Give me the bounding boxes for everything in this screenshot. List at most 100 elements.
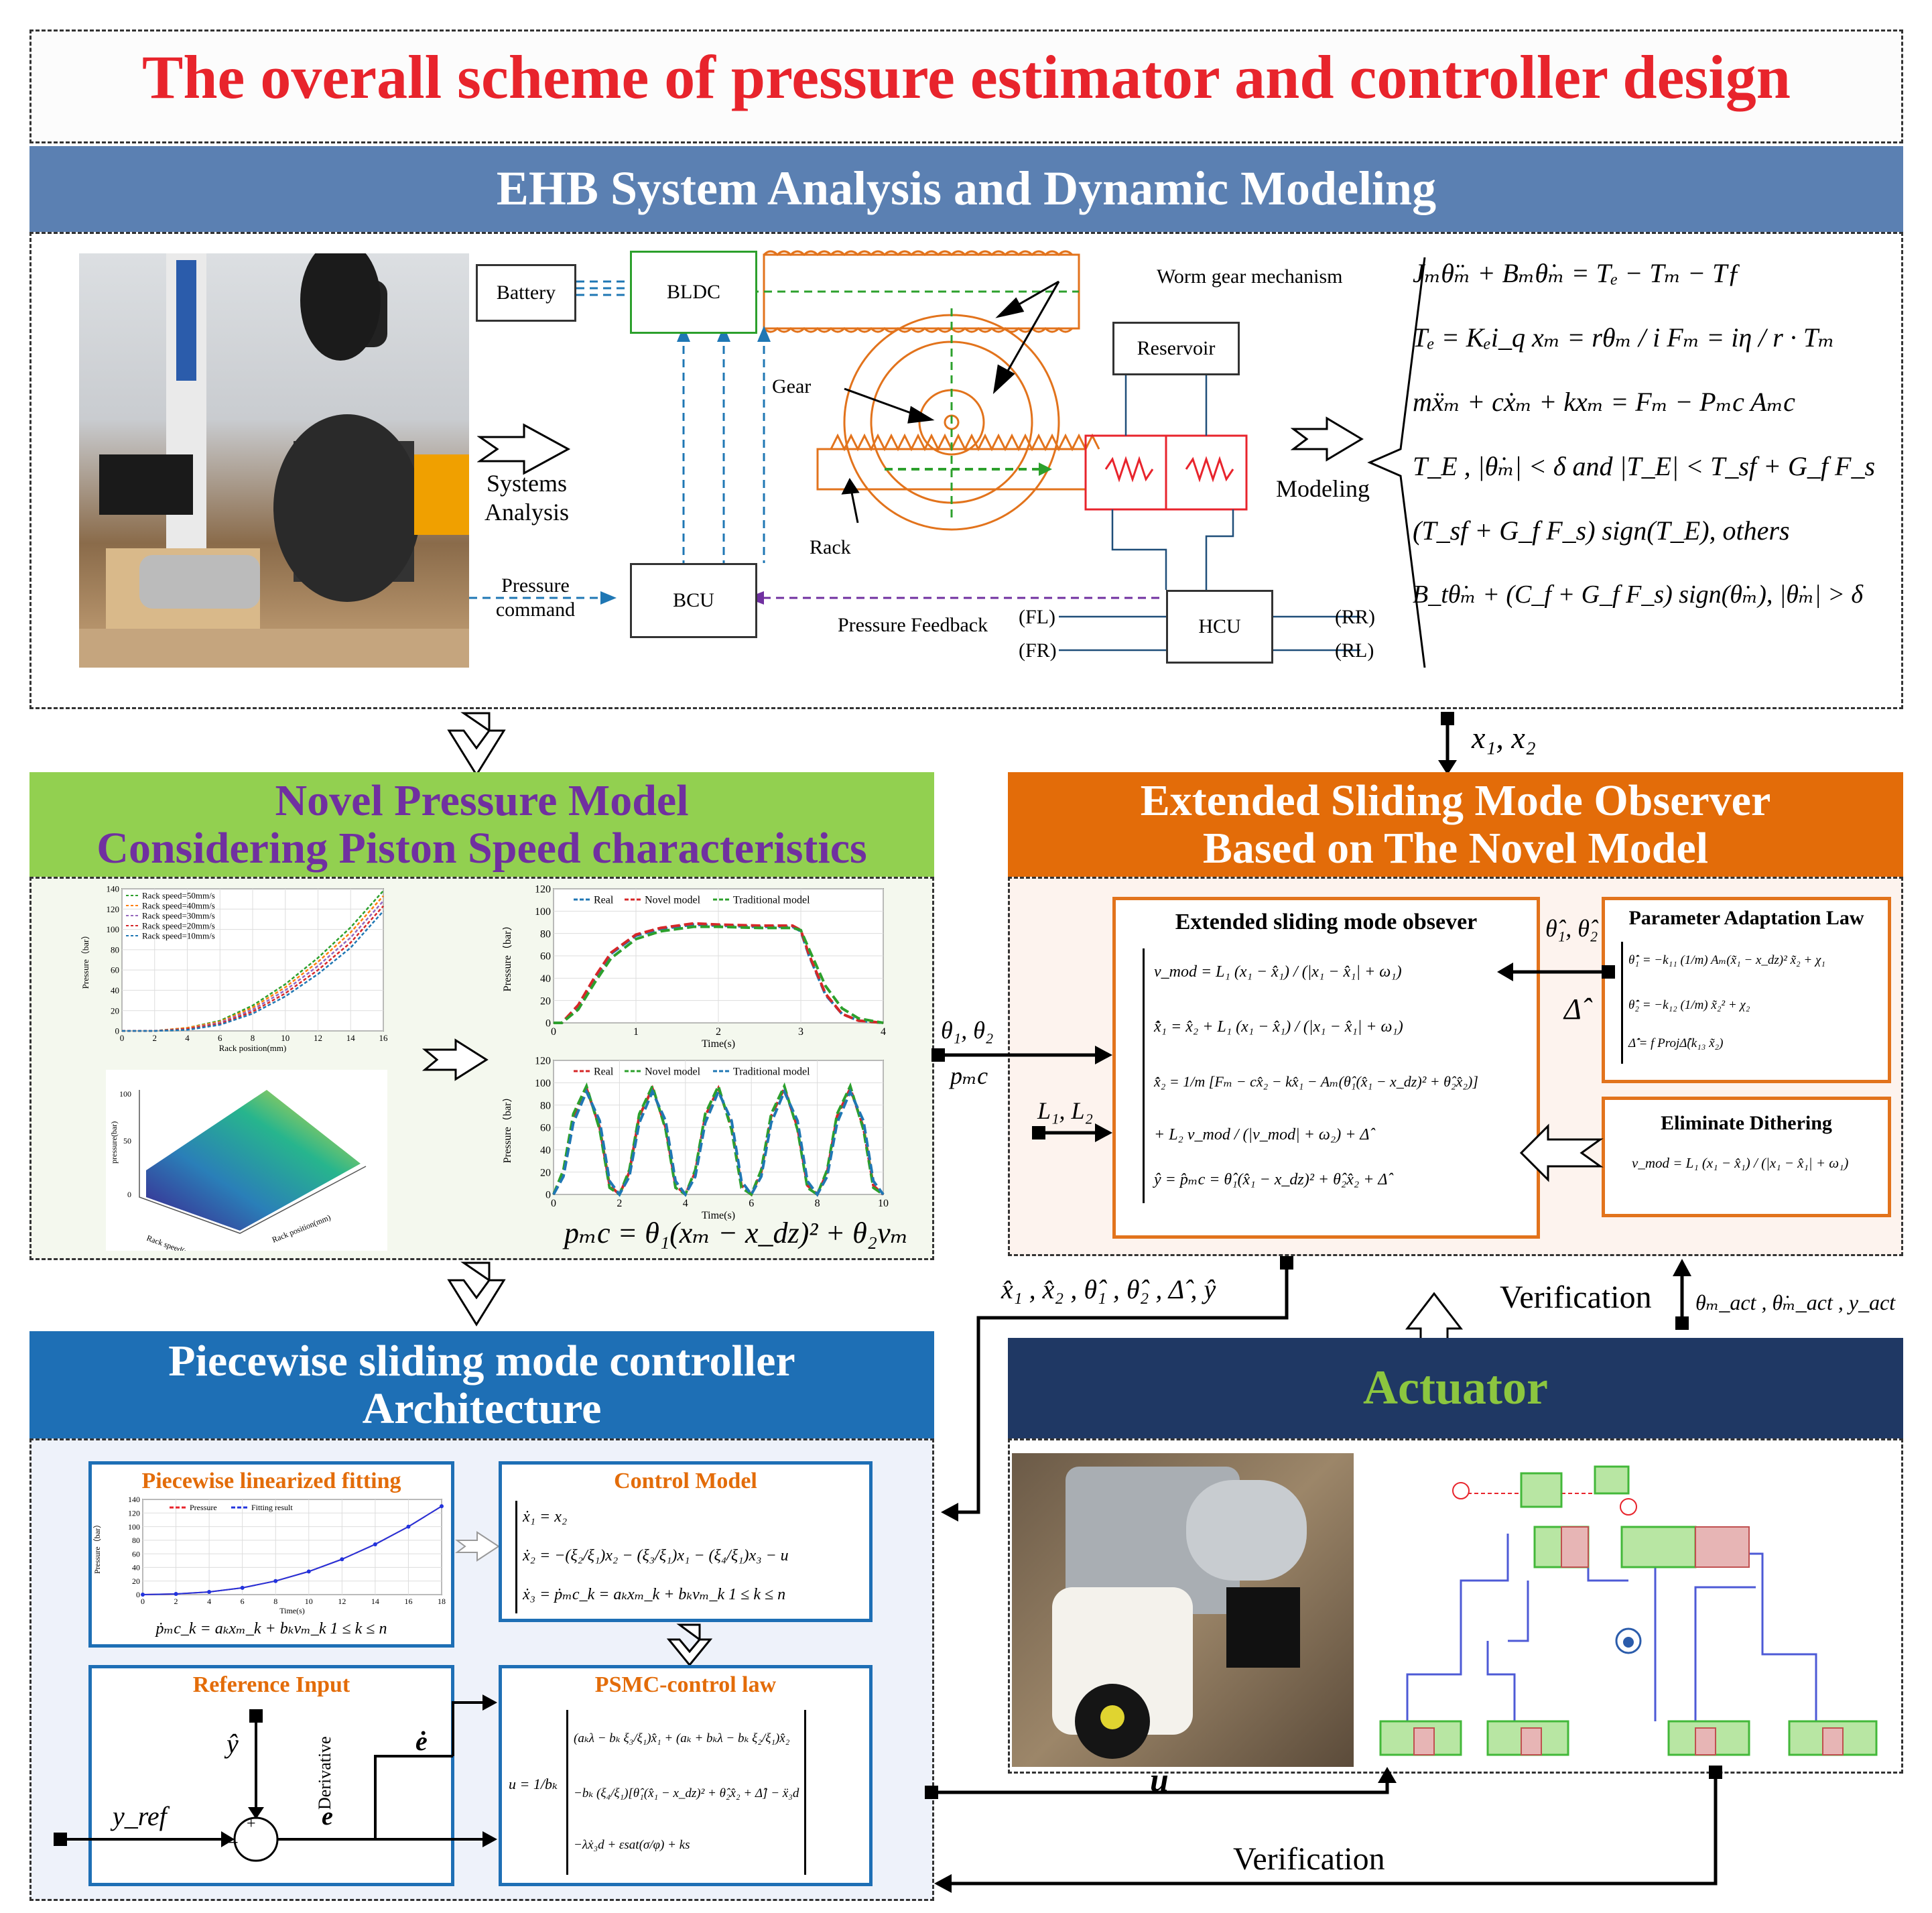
data-point <box>406 1524 411 1529</box>
y-tick-label: 120 <box>128 1508 140 1518</box>
x-tick-label: 2 <box>174 1597 178 1606</box>
ehb-header: EHB System Analysis and Dynamic Modeling <box>29 146 1903 232</box>
eso-eq-1: v_mod = L₁ (x₁ − x̂₁) / (|x₁ − x̂₁| + ω₁… <box>1154 963 1402 981</box>
y-hat-label: ŷ <box>227 1729 239 1759</box>
systems-analysis-label: Systems Analysis <box>485 470 569 526</box>
x-tick-label: 8 <box>273 1597 277 1606</box>
pressure-command-label: Pressure command <box>495 574 576 621</box>
delta-hat-label: Δ̂ <box>1564 993 1582 1026</box>
eso-eq-4: + L₂ v_mod / (|v_mod| + ω₂) + Δ̂ <box>1154 1126 1370 1144</box>
psmc-law-box: PSMC-control law u = 1/bₖ (aₖλ − bₖ ξ₃/ξ… <box>499 1665 873 1886</box>
fit-equation: ṗₘc_k = aₖxₘ_k + bₖvₘ_k 1 ≤ k ≤ n <box>155 1620 387 1638</box>
adapt-eq-3: Δ̂̇ = f ProjΔ̂(k₁₃ x̃₂) <box>1628 1036 1724 1050</box>
sum-plus-sign: + <box>247 1815 256 1833</box>
series-line-2 <box>554 925 884 1024</box>
reference-input-title: Reference Input <box>192 1672 350 1697</box>
data-point <box>306 1569 311 1574</box>
y-tick-label: 40 <box>540 973 551 985</box>
l-gains-label: L₁, L₂ <box>1037 1097 1094 1124</box>
series-line-2 <box>552 1088 885 1197</box>
adaptation-law-equations: θ̂̇₁ = −k₁₁ (1/m) Aₘ(x̃₁ − x_dz)² x̃₂ + … <box>1621 942 1888 1064</box>
y-tick-label: 60 <box>132 1549 140 1558</box>
control-eq-2: ẋ₂ = −(ξ₂/ξ₁)x₂ − (ξ₃/ξ₁)x₁ − (ξ₄/ξ₁)x₃… <box>523 1547 789 1564</box>
y-tick-label: 140 <box>107 884 120 894</box>
x-tick-label: 14 <box>371 1597 379 1606</box>
actuator-photo <box>1012 1453 1354 1767</box>
y-axis-label: Pressure（bar） <box>92 1520 102 1574</box>
y-axis-label: Pressure（bar） <box>80 931 90 989</box>
ehb-equation-2: Tₑ = Kₑi_q xₘ = rθₘ / i Fₘ = iη / r · Tₘ <box>1413 322 1835 353</box>
x-axis-label: Time(s) <box>279 1606 305 1615</box>
y-tick-label: 0 <box>545 1018 551 1030</box>
legend-label: Rack speed=50mm/s <box>142 891 215 901</box>
e-label: e <box>322 1802 333 1831</box>
page-title: The overall scheme of pressure estimator… <box>142 43 1791 111</box>
y-axis-label: Pressure（bar） <box>503 1092 513 1164</box>
control-eq-1: ẋ₁ = x₂ <box>523 1508 568 1526</box>
y-tick-label: 0 <box>136 1590 140 1599</box>
y-tick-label: 0 <box>115 1026 120 1036</box>
fit-arrow-icon <box>455 1531 500 1562</box>
surface-y-label: Rack position(mm) <box>271 1213 332 1245</box>
x-tick-label: 10 <box>305 1597 313 1606</box>
piecewise-fitting-title: Piecewise linearized fitting <box>141 1469 401 1493</box>
law-eq-3: −λẋ₃d + εsat(σ/φ) + ks <box>574 1838 690 1852</box>
legend-label: Real <box>594 1066 614 1078</box>
eso-observer-title: Extended sliding mode obsever <box>1175 910 1478 934</box>
eso-title-2: Based on The Novel Model <box>1202 824 1709 873</box>
dither-equation: v_mod = L₁ (x₁ − x̂₁) / (|x₁ − x̂₁| + ω₁… <box>1632 1155 1849 1171</box>
y-tick-label: 0 <box>545 1190 551 1201</box>
actuator-header: Actuator <box>1008 1338 1903 1438</box>
worm-gear-label: Worm gear mechanism <box>1157 265 1343 288</box>
x-tick-label: 12 <box>338 1597 346 1606</box>
ehb-equation-6: B_tθ̇ₘ + (C_f + G_f F_s) sign(θ̇ₘ), |θ̇ₘ… <box>1413 580 1864 609</box>
data-point <box>141 1593 145 1597</box>
data-point <box>340 1557 344 1562</box>
ehb-equation-1: Jₘθ̈ₘ + Bₘθ̇ₘ = Tₑ − Tₘ − Tƒ <box>1413 258 1741 288</box>
y-tick-label: 80 <box>111 944 119 954</box>
hydraulic-schematic <box>1379 1465 1878 1756</box>
model-arrow-icon <box>422 1038 489 1081</box>
y-tick-label: 60 <box>111 965 119 975</box>
equation-brace <box>1367 257 1426 668</box>
x-tick-label: 4 <box>881 1026 886 1038</box>
hcu-box: HCU <box>1166 590 1273 664</box>
surface-z-tick-0: 0 <box>127 1190 131 1199</box>
law-eq-2: −bₖ (ξ₄/ξ₁)[θ̂₁(x̂₁ − x_dz)² + θ̂₂x̂₂ + … <box>574 1786 799 1800</box>
x-tick-label: 2 <box>617 1198 622 1209</box>
surface-z-tick-50: 50 <box>123 1136 131 1146</box>
down-arrow-2-icon <box>447 1261 506 1326</box>
modeling-arrow-icon <box>1291 416 1364 462</box>
pressure-model-formula: pₘc = θ₁(xₘ − x_dz)² + θ₂vₘ <box>564 1217 909 1249</box>
y-tick-label: 40 <box>132 1563 140 1572</box>
y-tick-label: 40 <box>540 1145 551 1156</box>
gear-label: Gear <box>772 375 812 397</box>
data-point <box>240 1585 245 1590</box>
y-ref-label: y_ref <box>113 1801 167 1831</box>
reservoir-box: Reservoir <box>1112 322 1240 375</box>
analysis-arrow-icon <box>477 423 571 475</box>
svg-text:(RL): (RL) <box>1335 639 1374 662</box>
series-line-4 <box>122 910 384 1032</box>
eso-connectors <box>931 963 1615 1182</box>
x-tick-label: 0 <box>141 1597 145 1606</box>
adapt-eq-2: θ̂̇₂ = −k₁₂ (1/m) x̃₂² + χ₂ <box>1628 998 1750 1012</box>
derivative-label: Derivative <box>315 1736 334 1810</box>
x-tick-label: 18 <box>438 1597 446 1606</box>
states-label: x₁, x₂ <box>1472 721 1536 755</box>
series-line-1 <box>142 1505 442 1595</box>
legend-label: Rack speed=40mm/s <box>142 901 215 911</box>
u-signal-label: u <box>1150 1761 1169 1798</box>
battery-box: Battery <box>476 264 576 322</box>
y-axis-label: Pressure（bar） <box>503 920 513 992</box>
legend-label: Fitting result <box>251 1503 293 1512</box>
test-bench-photo <box>79 253 469 668</box>
x-tick-label: 0 <box>551 1026 556 1038</box>
actual-states-label: θₘ_act , θ̇ₘ_act , y_act <box>1695 1290 1896 1314</box>
modeling-label: Modeling <box>1276 475 1370 502</box>
eso-title-1: Extended Sliding Mode Observer <box>1140 776 1771 825</box>
psmc-law-prefix: u = 1/bₖ <box>509 1776 558 1792</box>
y-tick-label: 60 <box>540 951 551 963</box>
